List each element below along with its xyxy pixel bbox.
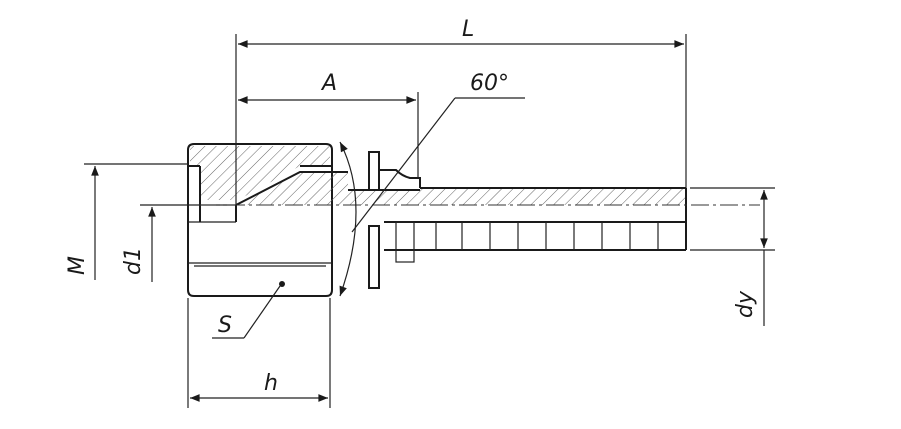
dim-L: L — [235, 17, 687, 206]
dim-L-label: L — [462, 17, 474, 42]
dim-h-label: h — [264, 371, 278, 396]
dim-S-label: S — [218, 313, 232, 338]
barb-ridges — [395, 221, 659, 263]
union-nut — [187, 143, 333, 297]
dim-d1-label: d1 — [121, 247, 146, 275]
dim-A-label: A — [320, 71, 337, 96]
dot-marker — [279, 281, 285, 287]
dim-M: M — [65, 163, 188, 280]
nipple-cone — [235, 171, 348, 222]
dim-M-label: M — [65, 256, 90, 275]
collar — [364, 151, 421, 289]
dim-A: A — [238, 71, 419, 178]
dim-h: h — [187, 298, 331, 408]
angle-indicator: 60° — [339, 71, 525, 297]
hose-shank — [348, 187, 687, 263]
dim-S: S — [212, 285, 281, 339]
angle-label: 60° — [470, 71, 509, 96]
dim-d1: d1 — [121, 204, 200, 282]
dim-dy: dy — [690, 187, 775, 326]
dim-dy-label: dy — [733, 290, 758, 318]
